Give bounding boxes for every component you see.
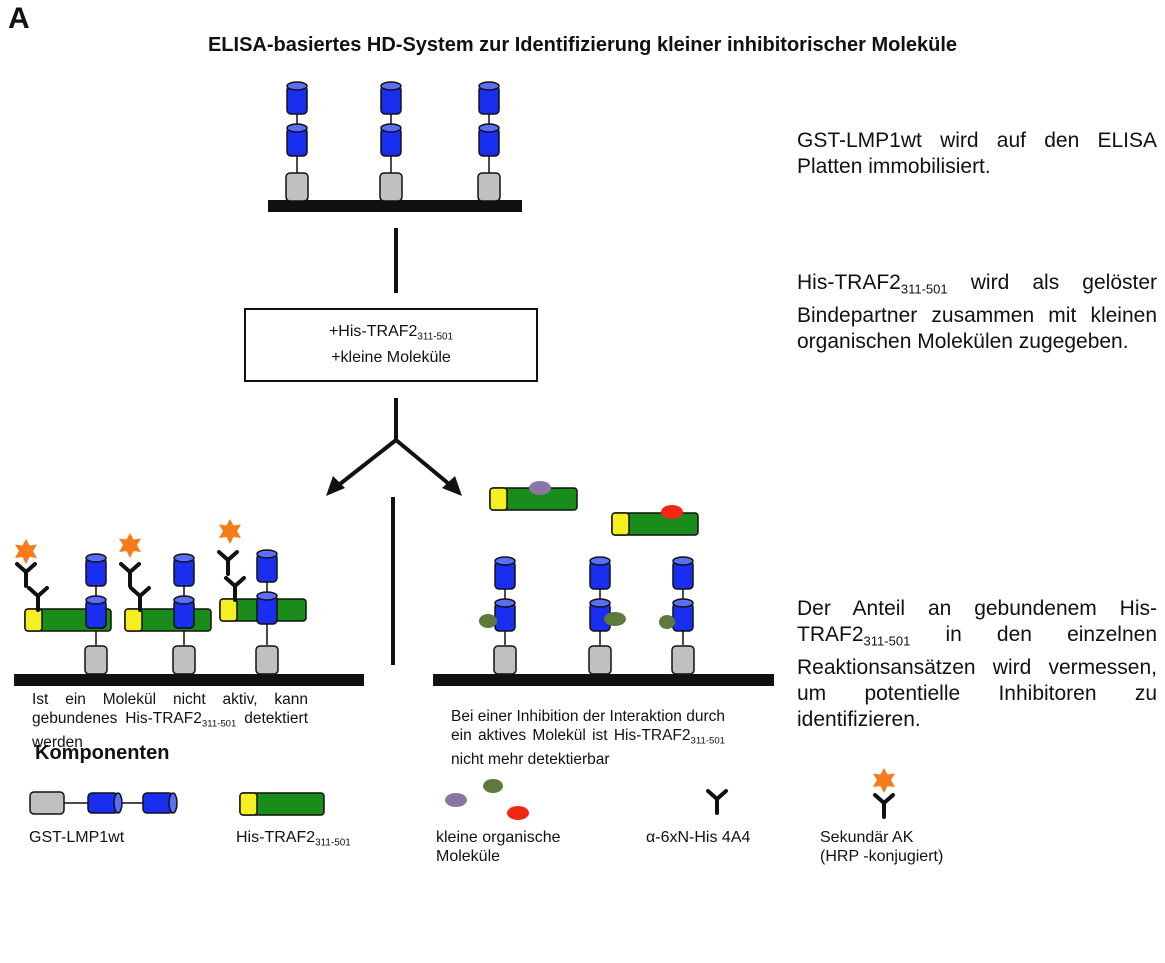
- lmp1-cylinder-icon: [672, 556, 694, 590]
- lmp1-cylinder-icon: [380, 81, 402, 115]
- split-arrow-right: [394, 438, 462, 496]
- right-plate-assembly: [433, 481, 774, 686]
- free-his-traf2-1: [489, 481, 578, 511]
- small-molecule-icon: [659, 615, 675, 629]
- description-step2: His-TRAF2311-501 wird als gelöster Binde…: [797, 271, 1157, 353]
- lmp1-construct: [659, 556, 695, 675]
- legend-label-gst: GST-LMP1wt: [29, 829, 125, 846]
- lmp1-cylinder-icon: [256, 591, 278, 625]
- legend-secondary-antibody-icon: [873, 768, 895, 819]
- gst-domain-icon: [285, 172, 309, 202]
- diagram-title: ELISA-basiertes HD-System zur Identifizi…: [207, 34, 958, 56]
- legend-small-molecule-icons: [445, 779, 529, 820]
- gst-domain-icon: [477, 172, 501, 202]
- lmp1-cylinder-icon: [380, 123, 402, 157]
- small-molecule-icon: [479, 614, 497, 628]
- lmp1-cylinder-icon: [589, 556, 611, 590]
- legend-antibody-icon: [706, 789, 728, 815]
- caption-left: Ist ein Molekül nicht aktiv, kann gebund…: [32, 691, 308, 752]
- lmp1-construct: [285, 81, 309, 202]
- gst-domain-icon: [493, 645, 517, 675]
- step-box-line2: +kleine Moleküle: [331, 348, 451, 366]
- step-box-line1: +His-TRAF2311-501: [328, 323, 454, 343]
- legend-heading: Komponenten: [35, 742, 170, 764]
- antibody-icon: [27, 586, 49, 612]
- left-elisa-plate: [14, 674, 364, 686]
- lmp1-cylinder-icon: [256, 549, 278, 583]
- antibody-icon: [217, 550, 239, 576]
- lmp1-cylinder-icon: [494, 598, 516, 632]
- top-plate-assembly: [268, 81, 522, 212]
- legend-label-secondary: Sekundär AK(HRP -konjugiert): [820, 829, 944, 865]
- lmp1-cylinder-icon: [85, 595, 107, 629]
- lmp1-construct: [379, 81, 403, 202]
- top-elisa-plate: [268, 200, 522, 212]
- legend-label-antibody: α-6xN-His 4A4: [646, 829, 751, 846]
- gst-domain-icon: [255, 645, 279, 675]
- description-step1: GST-LMP1wt wird auf den ELISA Platten im…: [797, 129, 1157, 178]
- lmp1-cylinder-icon: [173, 595, 195, 629]
- lmp1-construct: [588, 556, 626, 675]
- right-elisa-plate: [433, 674, 774, 686]
- small-molecule-icon: [661, 505, 683, 519]
- hrp-star-icon: [15, 539, 37, 564]
- panel-letter: A: [8, 2, 30, 35]
- lmp1-cylinder-icon: [286, 123, 308, 157]
- hrp-star-icon: [119, 533, 141, 558]
- antibody-icon: [129, 586, 151, 612]
- antibody-icon: [119, 562, 141, 588]
- lmp1-cylinder-icon: [85, 553, 107, 587]
- hrp-star-icon: [219, 519, 241, 544]
- lmp1-cylinder-icon: [478, 81, 500, 115]
- gst-domain-icon: [84, 645, 108, 675]
- lmp1-cylinder-icon: [173, 553, 195, 587]
- lmp1-cylinder-icon: [478, 123, 500, 157]
- his-traf2-bar-icon: [124, 608, 212, 632]
- antibody-icon: [15, 562, 37, 588]
- gst-domain-icon: [671, 645, 695, 675]
- lmp1-cylinder-icon: [494, 556, 516, 590]
- description-step3: Der Anteil an gebundenem His-TRAF2311-50…: [797, 597, 1157, 731]
- lmp1-cylinder-icon: [286, 81, 308, 115]
- legend-gst-lmp1-icon: [29, 791, 178, 815]
- gst-domain-icon: [379, 172, 403, 202]
- legend-his-traf2-icon: [239, 792, 325, 816]
- split-arrow-left: [326, 438, 398, 496]
- lmp1-cylinder-icon: [672, 598, 694, 632]
- antibody-icon: [224, 576, 246, 602]
- lmp1-construct: [479, 556, 517, 675]
- gst-domain-icon: [172, 645, 196, 675]
- left-plate-assembly: [14, 519, 364, 686]
- gst-domain-icon: [588, 645, 612, 675]
- step-box: +His-TRAF2311-501 +kleine Moleküle: [244, 308, 538, 382]
- free-his-traf2-2: [611, 505, 699, 536]
- legend-label-his-traf2: His-TRAF2311-501: [236, 829, 351, 849]
- caption-right: Bei einer Inhibition der Interaktion dur…: [451, 708, 725, 769]
- small-molecule-icon: [604, 612, 626, 626]
- lmp1-construct: [477, 81, 501, 202]
- small-molecule-icon: [529, 481, 551, 495]
